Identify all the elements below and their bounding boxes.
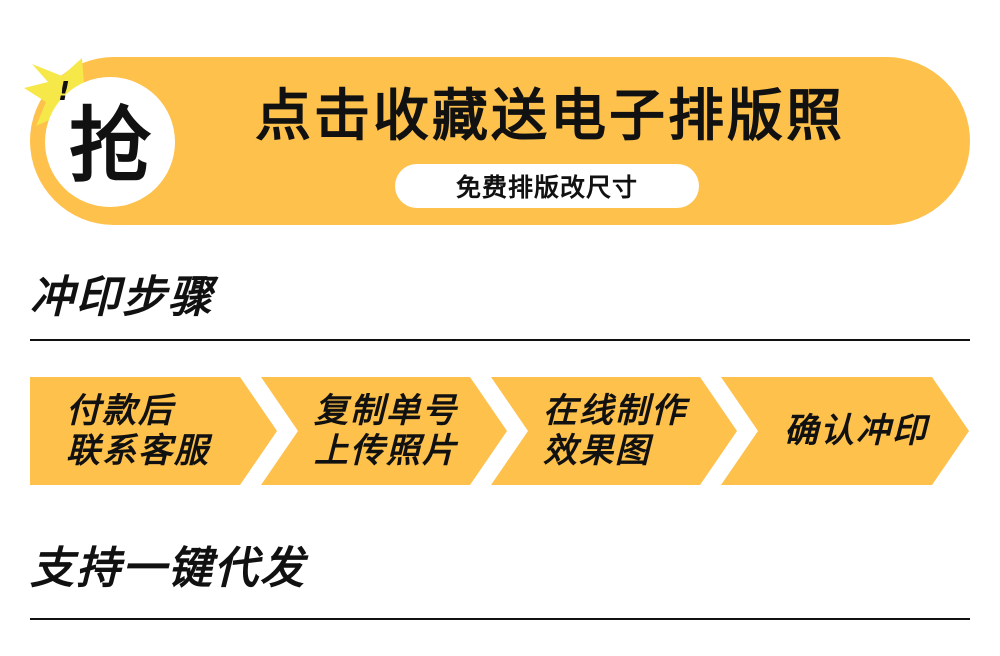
- step-1-line-2: 联系客服: [66, 431, 210, 471]
- step-2-line-2: 上传照片: [314, 431, 458, 471]
- step-3-line-1: 在线制作: [543, 391, 687, 431]
- exclamation-icon: !: [58, 77, 70, 107]
- banner-title: 点击收藏送电子排版照: [255, 84, 845, 149]
- section-title-print-steps: 冲印步骤: [30, 272, 214, 323]
- section-divider: [30, 618, 970, 620]
- step-1-line-1: 付款后: [66, 391, 174, 431]
- section-title-dropship: 支持一键代发: [30, 543, 306, 594]
- grab-badge-char: 抢: [68, 99, 151, 194]
- step-chevron-4: [721, 377, 969, 485]
- step-chevron-1: [30, 377, 277, 485]
- banner-pill-text: 免费排版改尺寸: [455, 173, 638, 202]
- grab-badge: 抢: [45, 77, 175, 207]
- step-chevron-2: [261, 377, 507, 485]
- step-chevron-3: [491, 377, 737, 485]
- section-divider: [30, 339, 970, 341]
- step-3-line-2: 效果图: [543, 431, 651, 471]
- banner-pill: 免费排版改尺寸: [395, 164, 699, 208]
- step-2-line-1: 复制单号: [314, 391, 458, 431]
- step-4-line-1: 确认冲印: [784, 411, 928, 451]
